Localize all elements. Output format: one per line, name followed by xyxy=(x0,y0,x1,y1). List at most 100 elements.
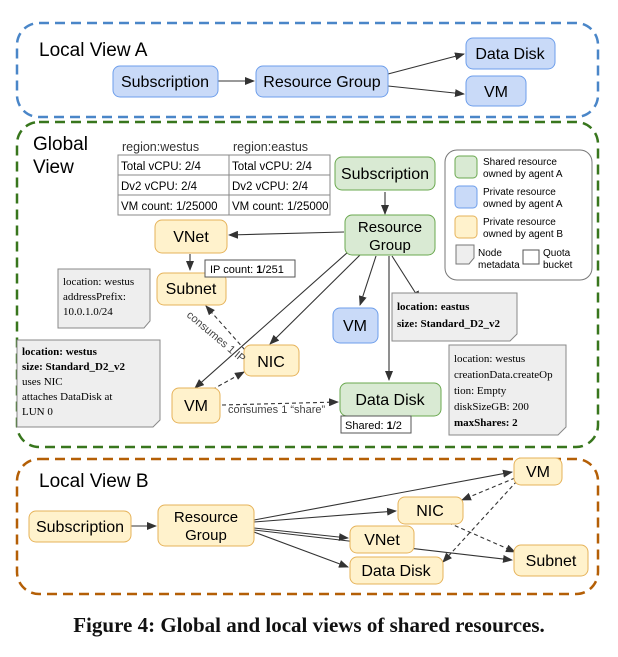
svg-text:creationData.createOp: creationData.createOp xyxy=(454,369,553,381)
shared-quota-bucket xyxy=(340,415,412,434)
legend-private-a-line2: owned by agent A xyxy=(483,199,563,210)
figure-caption: Figure 4: Global and local views of shar… xyxy=(73,613,545,637)
b-subnet-label: Subnet xyxy=(526,553,577,570)
svg-text:addressPrefix:: addressPrefix: xyxy=(63,291,126,303)
b-vm-node[interactable] xyxy=(513,457,563,486)
legend-private-a-line1: Private resource xyxy=(483,187,556,198)
a-data-disk-node[interactable] xyxy=(465,37,556,70)
svg-text:uses NIC: uses NIC xyxy=(22,376,63,388)
legend-note-swatch xyxy=(455,244,475,265)
b-nic-node[interactable] xyxy=(397,496,464,525)
local-view-a-title: Local View A xyxy=(39,40,148,61)
global-view-title-line2: View xyxy=(33,157,74,178)
quota-cell: Total vCPU: 2/4 xyxy=(121,161,201,173)
edge-g-rg-nic xyxy=(269,254,361,345)
svg-text:location: westus: location: westus xyxy=(454,353,525,365)
b-resource-group-label-2: Group xyxy=(185,527,227,544)
edge-g-rg-vnet xyxy=(228,230,345,239)
svg-text:tion: Empty: tion: Empty xyxy=(454,385,507,397)
disk-metadata-note: location: westus creationData.createOp t… xyxy=(448,344,567,436)
g-nic-label: NIC xyxy=(257,354,285,371)
legend-shared-line1: Shared resource xyxy=(483,157,557,168)
b-resource-group-node[interactable] xyxy=(157,504,255,547)
legend-shared-line2: owned by agent A xyxy=(483,169,563,180)
svg-text:size: Standard_D2_v2: size: Standard_D2_v2 xyxy=(22,361,125,373)
edge-b-vm-nic xyxy=(461,477,516,501)
g-subscription-label: Subscription xyxy=(341,166,429,183)
global-view-panel xyxy=(15,120,600,449)
b-vnet-node[interactable] xyxy=(349,525,415,554)
a-vm-label: VM xyxy=(484,84,508,101)
quota-table: region:westus region:eastus Total vCPU: … xyxy=(117,140,331,216)
edge-b-rg-nic xyxy=(253,507,397,523)
legend-note-line1: Node xyxy=(478,248,502,259)
legend-private-b-line1: Private resource xyxy=(483,217,556,228)
g-vm-blue-node[interactable] xyxy=(332,307,379,344)
quota-cell: VM count: 1/25000 xyxy=(232,201,329,213)
global-view-title-line1: Global xyxy=(33,134,88,155)
local-view-a-panel xyxy=(15,21,600,119)
svg-text:diskSizeGB: 200: diskSizeGB: 200 xyxy=(454,401,529,413)
a-vm-node[interactable] xyxy=(465,75,527,107)
legend-quota-line2: bucket xyxy=(543,260,573,271)
edge-label-consumes-share: consumes 1 “share” xyxy=(228,404,326,416)
local-view-b-panel xyxy=(15,457,600,596)
edge-b-vm-disk xyxy=(442,480,518,563)
b-vm-label: VM xyxy=(526,464,550,481)
local-view-b-title: Local View B xyxy=(39,471,149,492)
svg-text:LUN 0: LUN 0 xyxy=(22,406,53,418)
g-vm-node[interactable] xyxy=(171,387,221,424)
g-nic-node[interactable] xyxy=(243,344,300,377)
edge-a-rg-vm xyxy=(387,85,465,98)
edge-b-rg-vnet xyxy=(253,527,349,542)
edge-b-rg-vm xyxy=(253,469,513,521)
svg-text:size: Standard_D2_v2: size: Standard_D2_v2 xyxy=(397,318,500,330)
g-subnet-node[interactable] xyxy=(156,272,227,306)
legend-shared-swatch xyxy=(454,155,478,179)
g-vm-label: VM xyxy=(184,398,208,415)
g-resource-group-label-2: Group xyxy=(369,237,411,254)
edge-g-rg-vmblue xyxy=(358,255,377,306)
b-subscription-node[interactable] xyxy=(28,510,132,543)
g-vm-blue-label: VM xyxy=(343,318,367,335)
edge-a-rg-disk xyxy=(387,52,465,75)
legend-quota-swatch xyxy=(522,249,540,265)
subnet-metadata-note: location: westus addressPrefix: 10.0.1.0… xyxy=(57,268,151,329)
g-subnet-label: Subnet xyxy=(166,281,217,298)
shared-quota-text: Shared: 1/2 xyxy=(345,420,402,432)
svg-text:maxShares: 2: maxShares: 2 xyxy=(454,417,518,429)
local-b-edges xyxy=(131,469,518,568)
g-subscription-node[interactable] xyxy=(334,156,436,191)
edge-b-nic-subnet xyxy=(441,519,516,553)
b-resource-group-label-1: Resource xyxy=(174,509,238,526)
a-resource-group-label: Resource Group xyxy=(263,74,380,91)
g-data-disk-label: Data Disk xyxy=(355,392,425,409)
g-resource-group-label-1: Resource xyxy=(358,219,422,236)
svg-text:location: eastus: location: eastus xyxy=(397,301,470,313)
b-vnet-label: VNet xyxy=(364,532,400,549)
legend: Shared resource owned by agent A Private… xyxy=(444,149,593,281)
g-vnet-label: VNet xyxy=(173,229,209,246)
quota-cell: Dv2 vCPU: 2/4 xyxy=(232,181,309,193)
legend-private-a-swatch xyxy=(454,185,478,209)
edge-g-nic-subnet xyxy=(205,305,246,351)
g-vnet-node[interactable] xyxy=(154,219,228,254)
quota-cell: VM count: 1/25000 xyxy=(121,201,218,213)
legend-quota-line1: Quota xyxy=(543,248,571,259)
b-nic-label: NIC xyxy=(416,503,444,520)
vm-blue-metadata-note: location: eastus size: Standard_D2_v2 xyxy=(391,292,518,342)
a-resource-group-node[interactable] xyxy=(255,65,389,98)
a-data-disk-label: Data Disk xyxy=(475,46,545,63)
b-subnet-node[interactable] xyxy=(513,544,589,577)
quota-header-eastus: region:eastus xyxy=(233,140,308,154)
legend-private-b-line2: owned by agent B xyxy=(483,229,563,240)
vm-metadata-note: location: westus size: Standard_D2_v2 us… xyxy=(16,339,161,428)
edge-b-rg-disk xyxy=(253,531,349,568)
local-a-edges xyxy=(218,52,465,98)
quota-cell: Dv2 vCPU: 2/4 xyxy=(121,181,198,193)
b-data-disk-label: Data Disk xyxy=(361,563,431,580)
b-data-disk-node[interactable] xyxy=(349,556,444,585)
a-subscription-node[interactable] xyxy=(112,65,219,98)
g-resource-group-node[interactable] xyxy=(344,214,436,256)
